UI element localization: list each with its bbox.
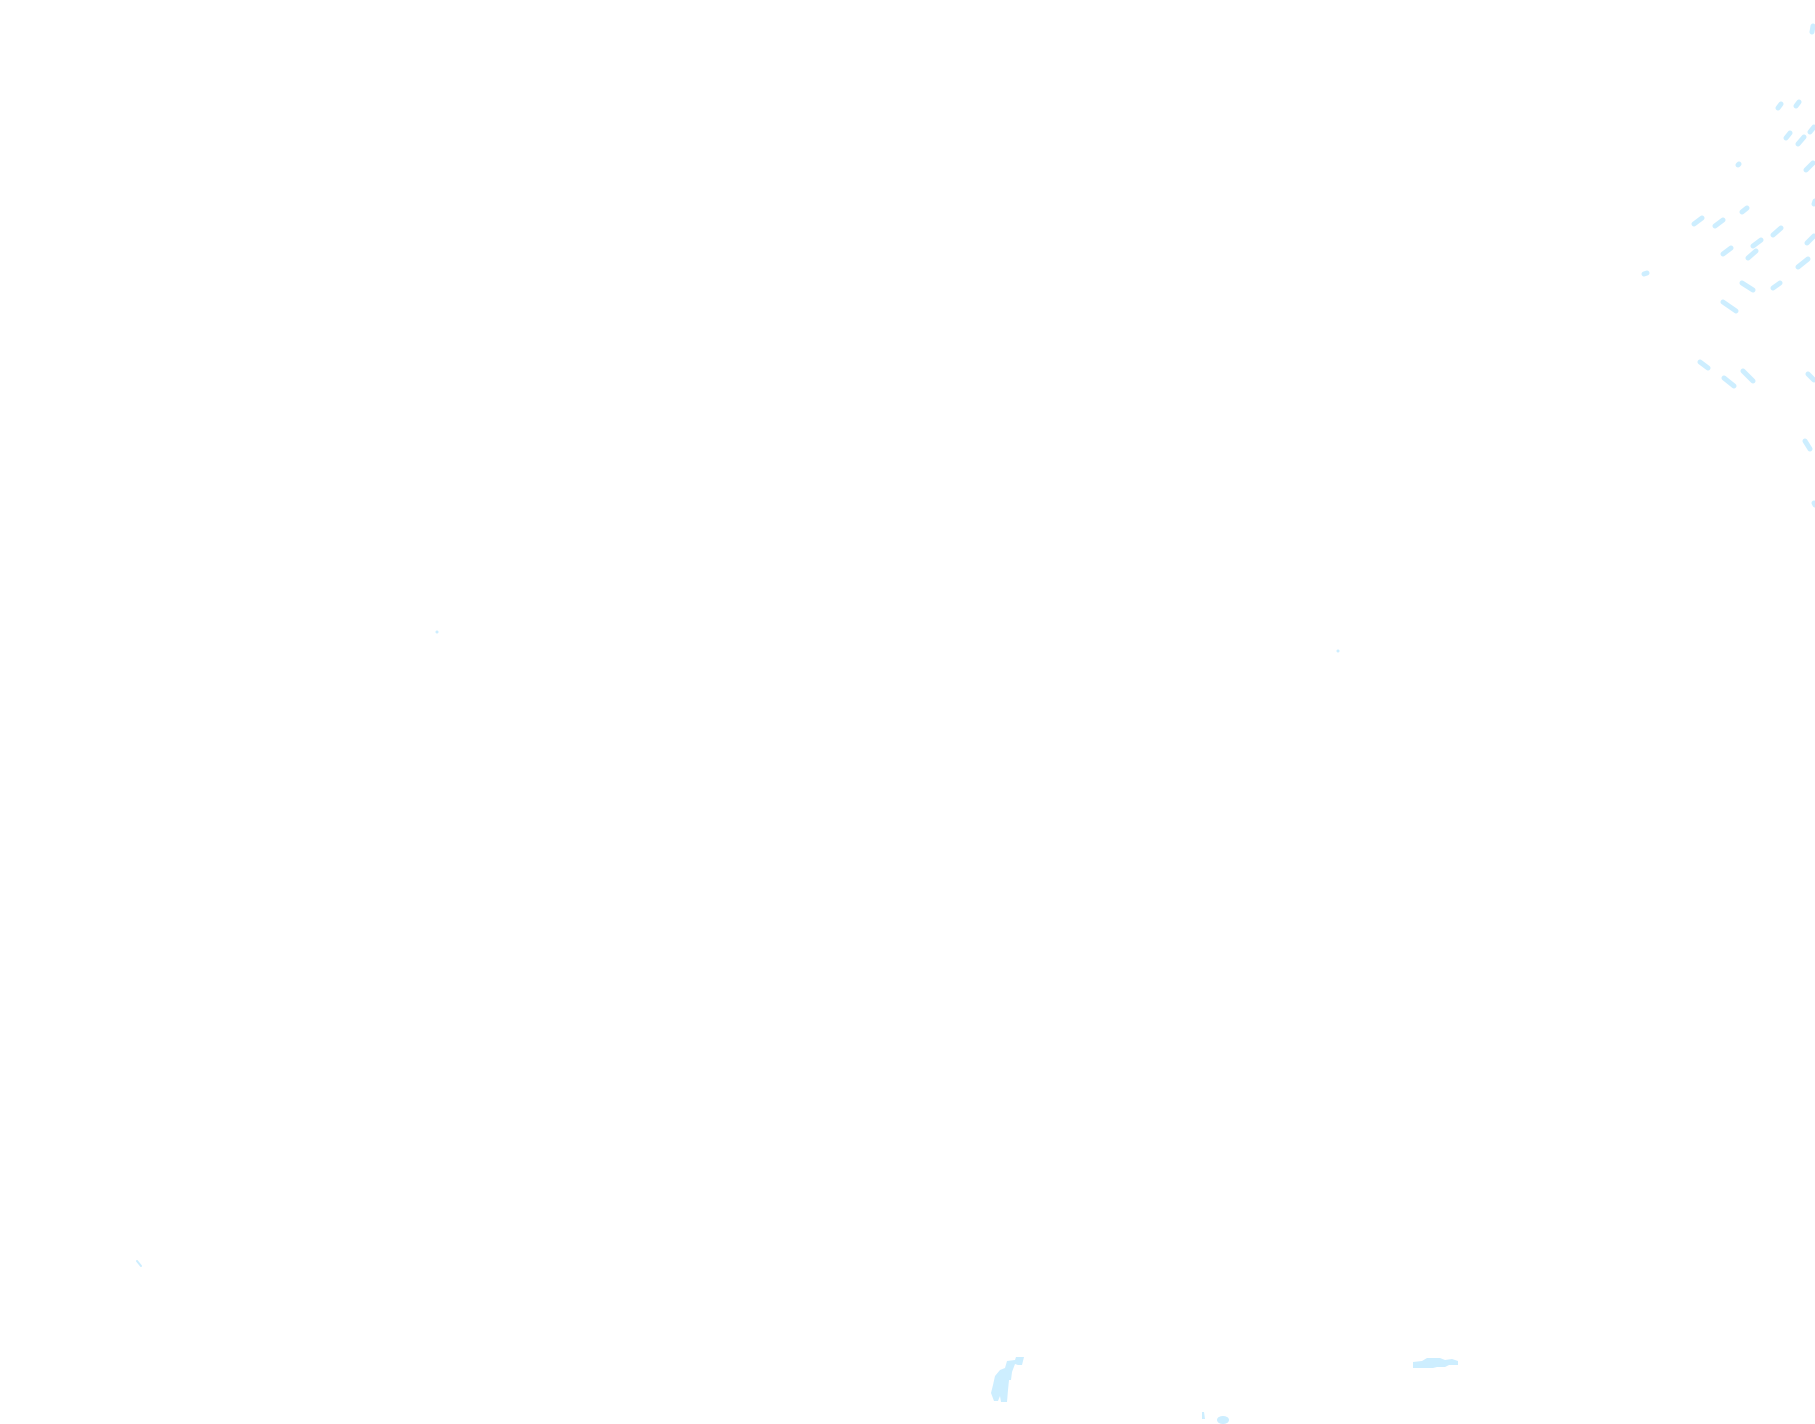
water-feature xyxy=(1795,134,1807,147)
water-feature xyxy=(1739,280,1756,293)
water-feature xyxy=(1691,215,1705,227)
water-feature xyxy=(1720,245,1734,257)
water-feature xyxy=(1802,438,1813,452)
water-feature xyxy=(1807,124,1815,135)
water-feature xyxy=(1770,280,1783,291)
water-feature xyxy=(1805,371,1815,383)
water-feature xyxy=(1803,160,1815,173)
water-feature xyxy=(1775,101,1784,111)
water-feature xyxy=(1740,368,1756,384)
water-feature xyxy=(1735,161,1742,168)
water-feature xyxy=(1750,237,1764,249)
water-feature xyxy=(1739,205,1750,215)
water-feature xyxy=(1413,1358,1458,1368)
water-feature xyxy=(1783,130,1793,141)
water-feature xyxy=(1336,649,1340,653)
water-feature xyxy=(1795,256,1811,270)
water-feature xyxy=(1793,99,1802,109)
water-feature xyxy=(1721,375,1737,389)
water-feature xyxy=(1770,225,1784,238)
water-feature xyxy=(136,1260,142,1267)
water-feature xyxy=(991,1357,1024,1402)
water-feature xyxy=(1745,248,1759,261)
water-feature xyxy=(1809,23,1815,35)
water-feature xyxy=(1202,1412,1205,1419)
water-feature xyxy=(1641,270,1650,277)
water-feature xyxy=(1712,217,1726,229)
water-feature xyxy=(1697,359,1711,371)
water-feature xyxy=(1804,233,1815,246)
water-feature xyxy=(435,630,439,634)
water-feature xyxy=(1217,1416,1229,1424)
water-feature xyxy=(1720,299,1739,314)
water-features xyxy=(136,23,1815,1424)
